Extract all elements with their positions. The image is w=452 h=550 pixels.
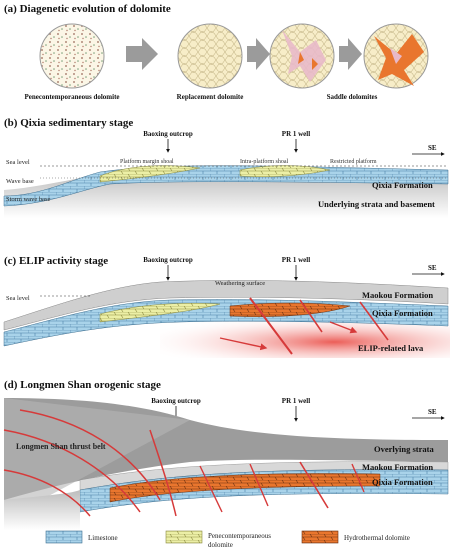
panel-b: (b) Qixia sedimentary stage Baoxing outc… [3,117,449,218]
fault-c-1 [249,297,293,355]
fault-d-5 [199,465,223,513]
well-baoxing-b: Baoxing outcrop [143,130,193,138]
base-d [4,490,80,530]
elip-lava: ELIP-related lava [358,343,424,353]
direction-c: SE [428,264,437,272]
legend-limestone: Limestone [88,534,118,542]
legend-swatch-hydro-dolomite [301,530,339,544]
underlying-strata-b: Underlying strata and basement [318,199,435,209]
thrust-wedge-d [4,398,190,520]
sea-level-c: Sea level [6,295,30,302]
thrust-fault-d-2 [19,409,161,501]
label-replacement: Replacement dolomite [177,93,244,101]
fault-d-7 [299,461,329,509]
maokou-formation-c: Maokou Formation [362,290,433,300]
thrust-fault-d-1 [3,429,141,513]
well-pr1-d: PR 1 well [282,397,310,405]
direction-d: SE [428,408,437,416]
fluid-arrow-c-2 [329,321,358,334]
legend-hydro-dolomite: Hydrothermal dolomite [344,534,410,542]
panel-c: (c) ELIP activity stage Baoxing outcrop … [3,255,450,358]
penecontemporaneous-dolomite-circle [39,23,105,89]
hydro-dolomite-c [229,302,351,317]
fault-c-3 [359,301,389,341]
fluid-arrow-c-1 [219,337,268,351]
well-baoxing-c: Baoxing outcrop [143,256,193,264]
facies-intra-platform: Intra-platform shoal [240,158,288,165]
legend-pene-line1: Penecontemporaneous [208,532,271,540]
arrow-3-icon [339,38,362,70]
fault-d-6 [249,463,269,507]
label-saddle: Saddle dolomites [327,93,378,101]
hydro-dolomite-d [109,473,381,503]
qixia-formation-d: Qixia Formation [372,477,433,487]
fault-c-2 [299,299,323,333]
panel-a: (a) Diagenetic evolution of dolomite Pen… [4,3,429,101]
saddle-dolomite-circle-1 [269,23,335,89]
legend-pene-line2: dolomite [208,541,233,549]
facies-platform-margin: Platform margin shoal [120,158,174,165]
saddle-dolomite-circle-2 [363,23,429,89]
well-pr1-c: PR 1 well [282,256,310,264]
arrow-2-icon [247,38,270,70]
thrust-fault-d-3 [3,469,91,517]
replacement-dolomite-circle [177,23,243,89]
well-pr1-b: PR 1 well [282,130,310,138]
longmen-shan-thrust-belt: Longmen Shan thrust belt [16,442,106,451]
maokou-formation-d: Maokou Formation [362,462,433,472]
qixia-formation-c: Qixia Formation [372,308,433,318]
lava-glow [160,318,450,358]
label-penecontemporaneous: Penecontemporaneous dolomite [24,93,119,101]
thrust-fault-d-4 [149,429,177,517]
qixia-formation-b: Qixia Formation [372,180,433,190]
storm-wave-base-b: Storm wave base [6,196,51,203]
panel-d-title: (d) Longmen Shan orogenic stage [4,379,161,391]
well-baoxing-d: Baoxing outcrop [151,397,201,405]
panel-c-title: (c) ELIP activity stage [4,255,108,267]
panel-a-title: (a) Diagenetic evolution of dolomite [4,3,171,15]
facies-restricted: Restricted platform [330,158,377,165]
legend-swatch-limestone [45,530,83,544]
fault-d-8 [351,463,365,493]
maokou-layer-c [3,280,449,331]
overlying-strata-label: Overlying strata [374,444,434,454]
panel-d: (d) Longmen Shan orogenic stage Baoxing … [3,379,449,530]
arrow-1-icon [126,38,158,70]
legend: Limestone Penecontemporaneous dolomite H… [45,530,410,549]
direction-b: SE [428,144,437,152]
wave-base-b: Wave base [6,178,34,185]
sea-level-b: Sea level [6,159,30,166]
weathering-surface: Weathering surface [215,280,265,287]
legend-swatch-pene-dolomite [165,530,203,544]
dolomite-lens-c [99,303,221,323]
panel-b-title: (b) Qixia sedimentary stage [4,117,133,129]
